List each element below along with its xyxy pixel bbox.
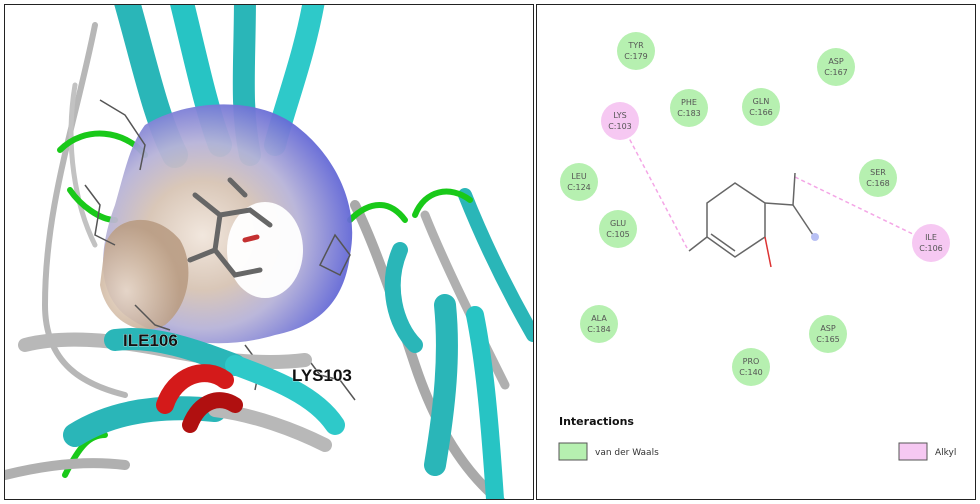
residue-nodes: TYR C:179 ASP C:167 LYS C:103 PHE C:183 bbox=[560, 32, 950, 386]
ligand-carbonyl bbox=[764, 236, 772, 268]
svg-text:PRO: PRO bbox=[743, 357, 760, 366]
residue-glu-105[interactable]: GLU C:105 bbox=[599, 210, 637, 248]
svg-text:ALA: ALA bbox=[591, 314, 607, 323]
svg-text:C:106: C:106 bbox=[919, 244, 943, 253]
residue-phe-183[interactable]: PHE C:183 bbox=[670, 89, 708, 127]
residue-ile-106[interactable]: ILE C:106 bbox=[912, 224, 950, 262]
residue-asp-165[interactable]: ASP C:165 bbox=[809, 315, 847, 353]
svg-text:LEU: LEU bbox=[571, 172, 587, 181]
svg-text:ASP: ASP bbox=[828, 57, 844, 66]
svg-text:SER: SER bbox=[870, 168, 886, 177]
svg-text:C:165: C:165 bbox=[816, 335, 840, 344]
residue-pro-140[interactable]: PRO C:140 bbox=[732, 348, 770, 386]
ligand-isopropyl-a bbox=[764, 202, 794, 206]
label-ile106: ILE106 bbox=[123, 331, 178, 350]
alkyl-line-ile106 bbox=[794, 176, 920, 238]
svg-text:C:183: C:183 bbox=[677, 109, 701, 118]
svg-text:C:179: C:179 bbox=[624, 52, 648, 61]
interaction-2d-diagram: TYR C:179 ASP C:167 LYS C:103 PHE C:183 bbox=[536, 4, 976, 500]
protein-ribbon-render: ILE106 LYS103 bbox=[5, 5, 533, 499]
ligand-ring bbox=[706, 182, 766, 258]
legend-title: Interactions bbox=[559, 415, 634, 428]
ligand-2d-structure bbox=[688, 172, 814, 268]
legend-swatch-alkyl bbox=[898, 442, 928, 461]
ligand-isopropyl-c bbox=[792, 204, 814, 236]
ligand-methyl bbox=[688, 236, 708, 252]
interaction-legend: Interactions van der Waals Alkyl bbox=[558, 415, 956, 461]
legend-swatch-vdw bbox=[558, 442, 588, 461]
svg-text:PHE: PHE bbox=[681, 98, 697, 107]
ligand-sticks bbox=[187, 177, 273, 278]
label-lys103: LYS103 bbox=[292, 366, 352, 385]
svg-text:ASP: ASP bbox=[820, 324, 836, 333]
svg-text:C:103: C:103 bbox=[608, 122, 632, 131]
red-helix bbox=[156, 364, 243, 433]
alkyl-interaction-lines bbox=[619, 120, 920, 249]
svg-text:GLN: GLN bbox=[753, 97, 770, 106]
svg-text:LYS: LYS bbox=[613, 111, 626, 120]
residue-asp-167[interactable]: ASP C:167 bbox=[817, 48, 855, 86]
legend-label-vdw: van der Waals bbox=[595, 448, 659, 458]
svg-text:C:124: C:124 bbox=[567, 183, 591, 192]
binding-pocket-surface bbox=[100, 104, 353, 344]
residue-leu-124[interactable]: LEU C:124 bbox=[560, 163, 598, 201]
svg-text:C:167: C:167 bbox=[824, 68, 848, 77]
svg-text:C:166: C:166 bbox=[749, 108, 773, 117]
svg-text:ILE: ILE bbox=[925, 233, 937, 242]
residue-gln-166[interactable]: GLN C:166 bbox=[742, 88, 780, 126]
ligand-atom-highlight bbox=[811, 233, 819, 241]
interaction-diagram-canvas: TYR C:179 ASP C:167 LYS C:103 PHE C:183 bbox=[558, 32, 956, 461]
svg-text:TYR: TYR bbox=[627, 41, 644, 50]
svg-text:C:105: C:105 bbox=[606, 230, 630, 239]
ligand-double-bond bbox=[710, 233, 736, 252]
residue-ser-168[interactable]: SER C:168 bbox=[859, 159, 897, 197]
alkyl-line-lys103 bbox=[619, 120, 688, 249]
docking-3d-view: ILE106 LYS103 bbox=[4, 4, 534, 500]
ribbon-strands-front bbox=[5, 242, 504, 499]
ligand-isopropyl-b bbox=[792, 172, 796, 206]
svg-text:C:184: C:184 bbox=[587, 325, 611, 334]
residue-ala-184[interactable]: ALA C:184 bbox=[580, 305, 618, 343]
svg-text:GLU: GLU bbox=[610, 219, 626, 228]
legend-label-alkyl: Alkyl bbox=[935, 448, 956, 458]
svg-text:C:140: C:140 bbox=[739, 368, 763, 377]
svg-text:C:168: C:168 bbox=[866, 179, 890, 188]
residue-tyr-179[interactable]: TYR C:179 bbox=[617, 32, 655, 70]
residue-lys-103[interactable]: LYS C:103 bbox=[601, 102, 639, 140]
